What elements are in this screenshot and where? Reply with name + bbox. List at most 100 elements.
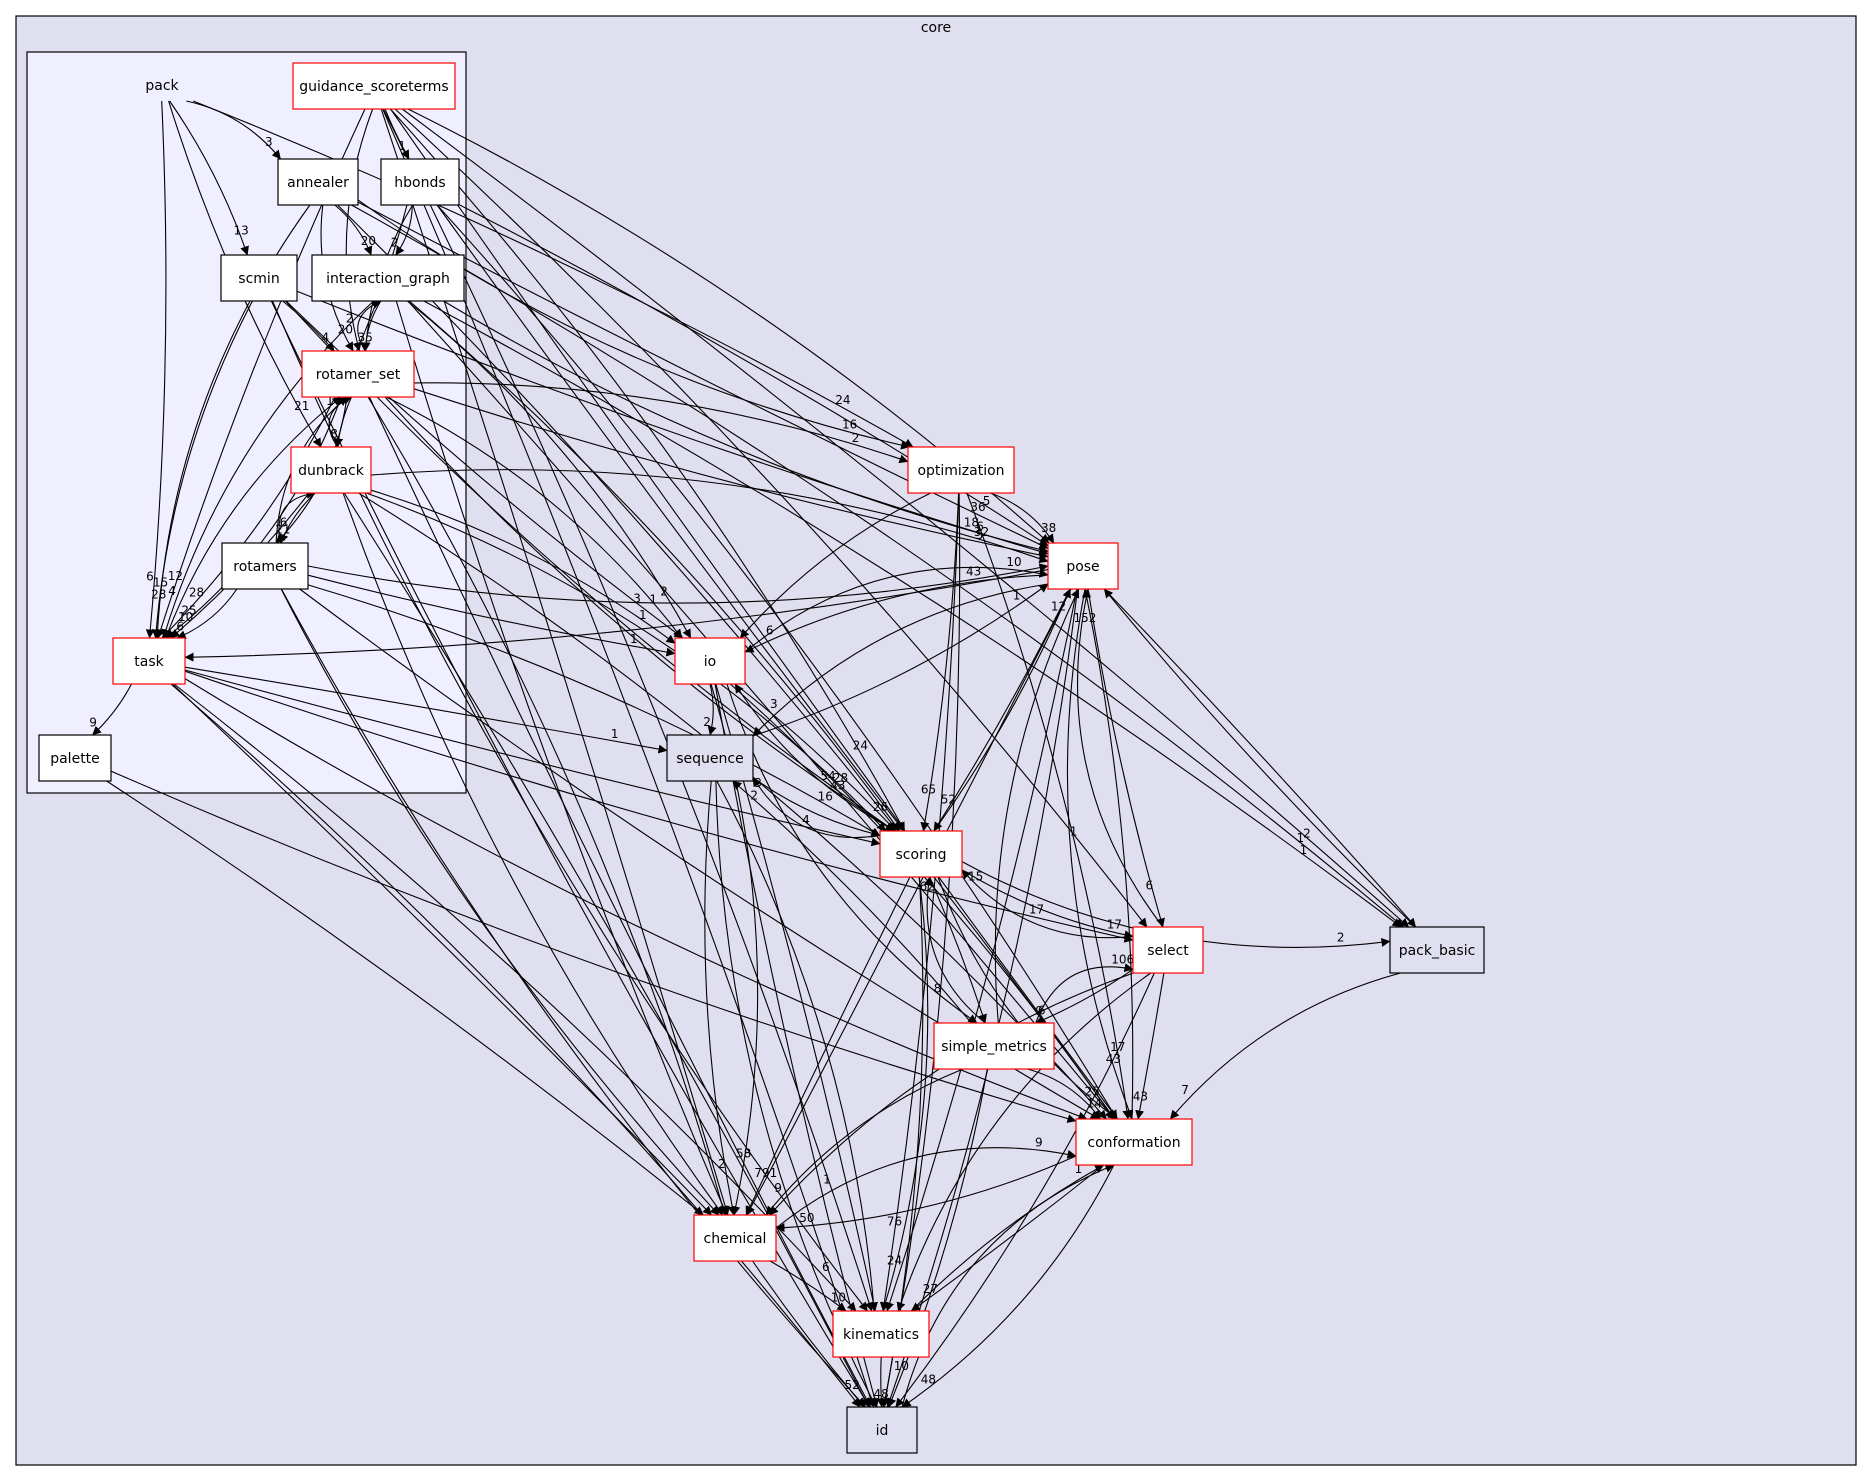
edge-pack-to-scmin[interactable] bbox=[169, 100, 249, 256]
edge-simple_metrics-to-conformation[interactable] bbox=[1027, 1068, 1101, 1120]
edge-select-to-pose[interactable] bbox=[1077, 588, 1164, 928]
node-box-pose[interactable] bbox=[1047, 542, 1119, 590]
edge-pose-to-pack_basic[interactable] bbox=[1103, 588, 1417, 928]
node-box-io[interactable] bbox=[674, 637, 746, 685]
node-box-pack-basic[interactable] bbox=[1389, 926, 1485, 974]
edge-task-to-id[interactable] bbox=[170, 683, 861, 1408]
node-conformation[interactable]: conformation bbox=[1075, 1118, 1193, 1166]
edge-io-to-scoring[interactable] bbox=[734, 683, 897, 832]
node-box-palette[interactable] bbox=[38, 734, 112, 782]
edge-sequence-to-pose[interactable] bbox=[752, 583, 1049, 737]
edge-sequence-to-chemical[interactable] bbox=[704, 780, 737, 1216]
edge-rotamers-to-id[interactable] bbox=[280, 588, 867, 1408]
edge-conformation-to-id[interactable] bbox=[901, 1164, 1115, 1408]
edge-task-to-palette[interactable] bbox=[92, 683, 132, 736]
edge-guidance_scoreterms-to-pack_basic[interactable] bbox=[401, 108, 1410, 928]
node-scmin[interactable]: scmin bbox=[220, 254, 298, 302]
edge-rotamers-to-chemical[interactable] bbox=[280, 588, 720, 1216]
edge-hbonds-to-scoring[interactable] bbox=[436, 204, 905, 832]
edge-interaction_graph-to-pose[interactable] bbox=[443, 300, 1049, 554]
edge-optimization-to-pose[interactable] bbox=[990, 492, 1055, 544]
edge-dunbrack-to-chemical[interactable] bbox=[342, 492, 724, 1216]
edge-optimization-to-id[interactable] bbox=[881, 492, 961, 1408]
edge-scoring-to-io[interactable] bbox=[734, 683, 897, 832]
node-box-optimization[interactable] bbox=[907, 446, 1015, 494]
edge-conformation-to-chemical[interactable] bbox=[775, 1155, 1077, 1233]
edge-simple_metrics-to-chemical[interactable] bbox=[765, 1068, 964, 1216]
edge-task-to-rotamer_set[interactable] bbox=[165, 396, 342, 639]
edge-pack-to-optimization[interactable] bbox=[192, 100, 914, 448]
node-box-sequence[interactable] bbox=[666, 734, 754, 782]
edge-rotamers-to-scoring[interactable] bbox=[307, 584, 881, 837]
edge-simple_metrics-to-sequence[interactable] bbox=[732, 780, 972, 1024]
edge-hbonds-to-interaction_graph[interactable] bbox=[395, 204, 413, 256]
edge-task-to-scoring[interactable] bbox=[184, 669, 881, 847]
edge-select-to-chemical[interactable] bbox=[769, 972, 1134, 1216]
node-id[interactable]: id bbox=[846, 1406, 918, 1454]
edge-guidance_scoreterms-to-scoring[interactable] bbox=[389, 108, 906, 832]
node-box-scmin[interactable] bbox=[220, 254, 298, 302]
node-chemical[interactable]: chemical bbox=[693, 1214, 777, 1262]
edge-optimization-to-io[interactable] bbox=[739, 492, 932, 639]
edge-scoring-to-kinematics[interactable] bbox=[881, 876, 929, 1312]
edge-guidance_scoreterms-to-rotamer_set[interactable] bbox=[345, 108, 374, 352]
edge-simple_metrics-to-scoring[interactable] bbox=[923, 876, 986, 1024]
node-guidance-scoreterms[interactable]: guidance_scoreterms bbox=[292, 62, 456, 110]
edge-pose-to-scoring[interactable] bbox=[933, 588, 1071, 832]
edge-chemical-to-id[interactable] bbox=[752, 1260, 865, 1408]
edge-annealer-to-optimization[interactable] bbox=[357, 199, 911, 450]
edge-rotamers-to-io[interactable] bbox=[307, 574, 676, 657]
node-rotamers[interactable]: rotamers bbox=[221, 542, 309, 590]
node-kinematics[interactable]: kinematics bbox=[832, 1310, 930, 1358]
edge-rotamers-to-dunbrack[interactable] bbox=[278, 489, 316, 544]
node-hbonds[interactable]: hbonds bbox=[380, 158, 460, 206]
edge-rotamer_set-to-id[interactable] bbox=[368, 396, 872, 1408]
cluster-pack-label[interactable]: pack bbox=[145, 78, 179, 94]
edge-simple_metrics-to-id[interactable] bbox=[887, 1068, 988, 1408]
node-box-id[interactable] bbox=[846, 1406, 918, 1454]
edge-pose-to-chemical[interactable] bbox=[746, 588, 1072, 1216]
edge-rotamer_set-to-optimization[interactable] bbox=[413, 382, 909, 464]
node-scoring[interactable]: scoring bbox=[879, 830, 963, 878]
edge-annealer-to-interaction_graph[interactable] bbox=[334, 204, 373, 256]
edge-annealer-to-pose[interactable] bbox=[357, 201, 1049, 549]
edge-io-to-pose[interactable] bbox=[744, 566, 1049, 653]
node-box-simple-metrics[interactable] bbox=[933, 1022, 1055, 1070]
edge-pose-to-kinematics[interactable] bbox=[885, 588, 1078, 1312]
edge-dunbrack-to-scoring[interactable] bbox=[366, 492, 887, 832]
node-simple-metrics[interactable]: simple_metrics bbox=[933, 1022, 1055, 1070]
node-box-chemical[interactable] bbox=[693, 1214, 777, 1262]
edge-select-to-kinematics[interactable] bbox=[896, 972, 1152, 1312]
node-box-hbonds[interactable] bbox=[380, 158, 460, 206]
edge-rotamer_set-to-io[interactable] bbox=[385, 396, 683, 639]
edge-interaction_graph-to-conformation[interactable] bbox=[407, 300, 1115, 1120]
edge-pack_basic-to-pose[interactable] bbox=[1103, 588, 1417, 928]
edge-guidance_scoreterms-to-kinematics[interactable] bbox=[382, 108, 874, 1312]
edge-annealer-to-pack_basic[interactable] bbox=[351, 204, 1404, 928]
edge-pack_basic-to-conformation[interactable] bbox=[1169, 972, 1401, 1120]
edge-pose-to-conformation[interactable] bbox=[1066, 588, 1134, 1120]
edge-select-to-conformation[interactable] bbox=[1135, 972, 1165, 1120]
edge-pose-to-select[interactable] bbox=[1087, 588, 1165, 928]
node-box-guidance-scoreterms[interactable] bbox=[292, 62, 456, 110]
edge-pose-to-task[interactable] bbox=[184, 569, 1049, 662]
edge-guidance_scoreterms-to-select[interactable] bbox=[394, 108, 1148, 928]
edge-task-to-chemical[interactable] bbox=[172, 683, 712, 1216]
edge-scmin-to-pose[interactable] bbox=[296, 290, 1049, 556]
edge-simple_metrics-to-select[interactable] bbox=[1035, 963, 1134, 1024]
edge-select-to-simple_metrics[interactable] bbox=[1035, 968, 1134, 1024]
edge-interaction_graph-to-chemical[interactable] bbox=[395, 300, 728, 1216]
node-pack-basic[interactable]: pack_basic bbox=[1389, 926, 1485, 974]
node-box-dunbrack[interactable] bbox=[290, 446, 372, 494]
edge-pack-to-task[interactable] bbox=[145, 100, 167, 639]
edge-interaction_graph-to-pack_basic[interactable] bbox=[423, 300, 1402, 928]
edge-id-to-conformation[interactable] bbox=[901, 1164, 1115, 1408]
edge-rotamer_set-to-chemical[interactable] bbox=[367, 396, 727, 1216]
edge-interaction_graph-to-scoring[interactable] bbox=[408, 300, 901, 832]
node-dunbrack[interactable]: dunbrack bbox=[290, 446, 372, 494]
edge-kinematics-to-conformation[interactable] bbox=[910, 1164, 1105, 1312]
edge-scoring-to-select[interactable] bbox=[961, 869, 1134, 940]
node-select[interactable]: select bbox=[1132, 926, 1204, 974]
node-optimization[interactable]: optimization bbox=[907, 446, 1015, 494]
edge-pose-to-io[interactable] bbox=[744, 574, 1049, 653]
